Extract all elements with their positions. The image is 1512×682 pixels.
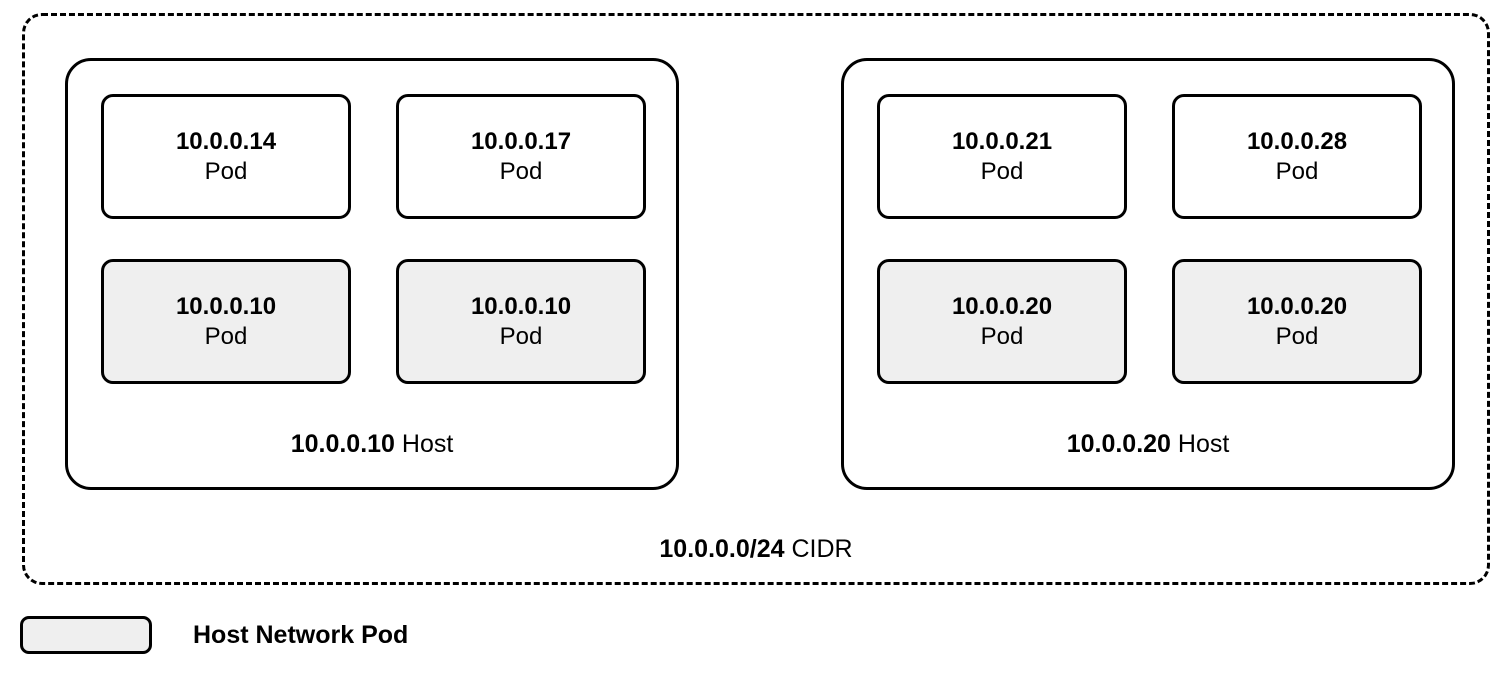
pod-ip: 10.0.0.20 bbox=[1246, 292, 1348, 320]
pod-kind: Pod bbox=[980, 322, 1024, 350]
pod-ip: 10.0.0.10 bbox=[175, 292, 277, 320]
host-box-0: 10.0.0.14 Pod 10.0.0.17 Pod 10.0.0.10 Po… bbox=[65, 58, 679, 490]
pod-kind: Pod bbox=[499, 157, 543, 185]
pod-ip: 10.0.0.28 bbox=[1246, 127, 1348, 155]
pod-kind: Pod bbox=[204, 322, 248, 350]
pod-box-host-network: 10.0.0.10 Pod bbox=[396, 259, 646, 384]
pod-box-host-network: 10.0.0.20 Pod bbox=[1172, 259, 1422, 384]
host-kind: Host bbox=[401, 430, 454, 458]
pod-box: 10.0.0.14 Pod bbox=[101, 94, 351, 219]
pod-ip: 10.0.0.20 bbox=[951, 292, 1053, 320]
host-label: 10.0.0.10 Host bbox=[68, 429, 676, 459]
host-label: 10.0.0.20 Host bbox=[844, 429, 1452, 459]
pod-ip: 10.0.0.17 bbox=[470, 127, 572, 155]
cidr-label: 10.0.0.0/24 CIDR bbox=[25, 534, 1487, 564]
legend: Host Network Pod bbox=[20, 616, 408, 654]
host-kind: Host bbox=[1177, 430, 1230, 458]
pod-box-host-network: 10.0.0.20 Pod bbox=[877, 259, 1127, 384]
pod-box-host-network: 10.0.0.10 Pod bbox=[101, 259, 351, 384]
pod-kind: Pod bbox=[1275, 157, 1319, 185]
pod-ip: 10.0.0.10 bbox=[470, 292, 572, 320]
cidr-region: 10.0.0.14 Pod 10.0.0.17 Pod 10.0.0.10 Po… bbox=[22, 13, 1490, 585]
pod-box: 10.0.0.21 Pod bbox=[877, 94, 1127, 219]
legend-label: Host Network Pod bbox=[193, 620, 409, 649]
pod-grid-1: 10.0.0.21 Pod 10.0.0.28 Pod 10.0.0.20 Po… bbox=[877, 94, 1422, 384]
pod-kind: Pod bbox=[1275, 322, 1319, 350]
pod-kind: Pod bbox=[204, 157, 248, 185]
pod-ip: 10.0.0.21 bbox=[951, 127, 1053, 155]
pod-box: 10.0.0.28 Pod bbox=[1172, 94, 1422, 219]
host-ip: 10.0.0.10 bbox=[290, 430, 395, 458]
cidr-kind: CIDR bbox=[791, 535, 853, 563]
pod-ip: 10.0.0.14 bbox=[175, 127, 277, 155]
pod-kind: Pod bbox=[980, 157, 1024, 185]
pod-box: 10.0.0.17 Pod bbox=[396, 94, 646, 219]
legend-swatch-host-network-pod bbox=[20, 616, 152, 654]
cidr-ip: 10.0.0.0/24 bbox=[659, 535, 785, 563]
host-box-1: 10.0.0.21 Pod 10.0.0.28 Pod 10.0.0.20 Po… bbox=[841, 58, 1455, 490]
host-ip: 10.0.0.20 bbox=[1066, 430, 1171, 458]
pod-grid-0: 10.0.0.14 Pod 10.0.0.17 Pod 10.0.0.10 Po… bbox=[101, 94, 646, 384]
pod-kind: Pod bbox=[499, 322, 543, 350]
